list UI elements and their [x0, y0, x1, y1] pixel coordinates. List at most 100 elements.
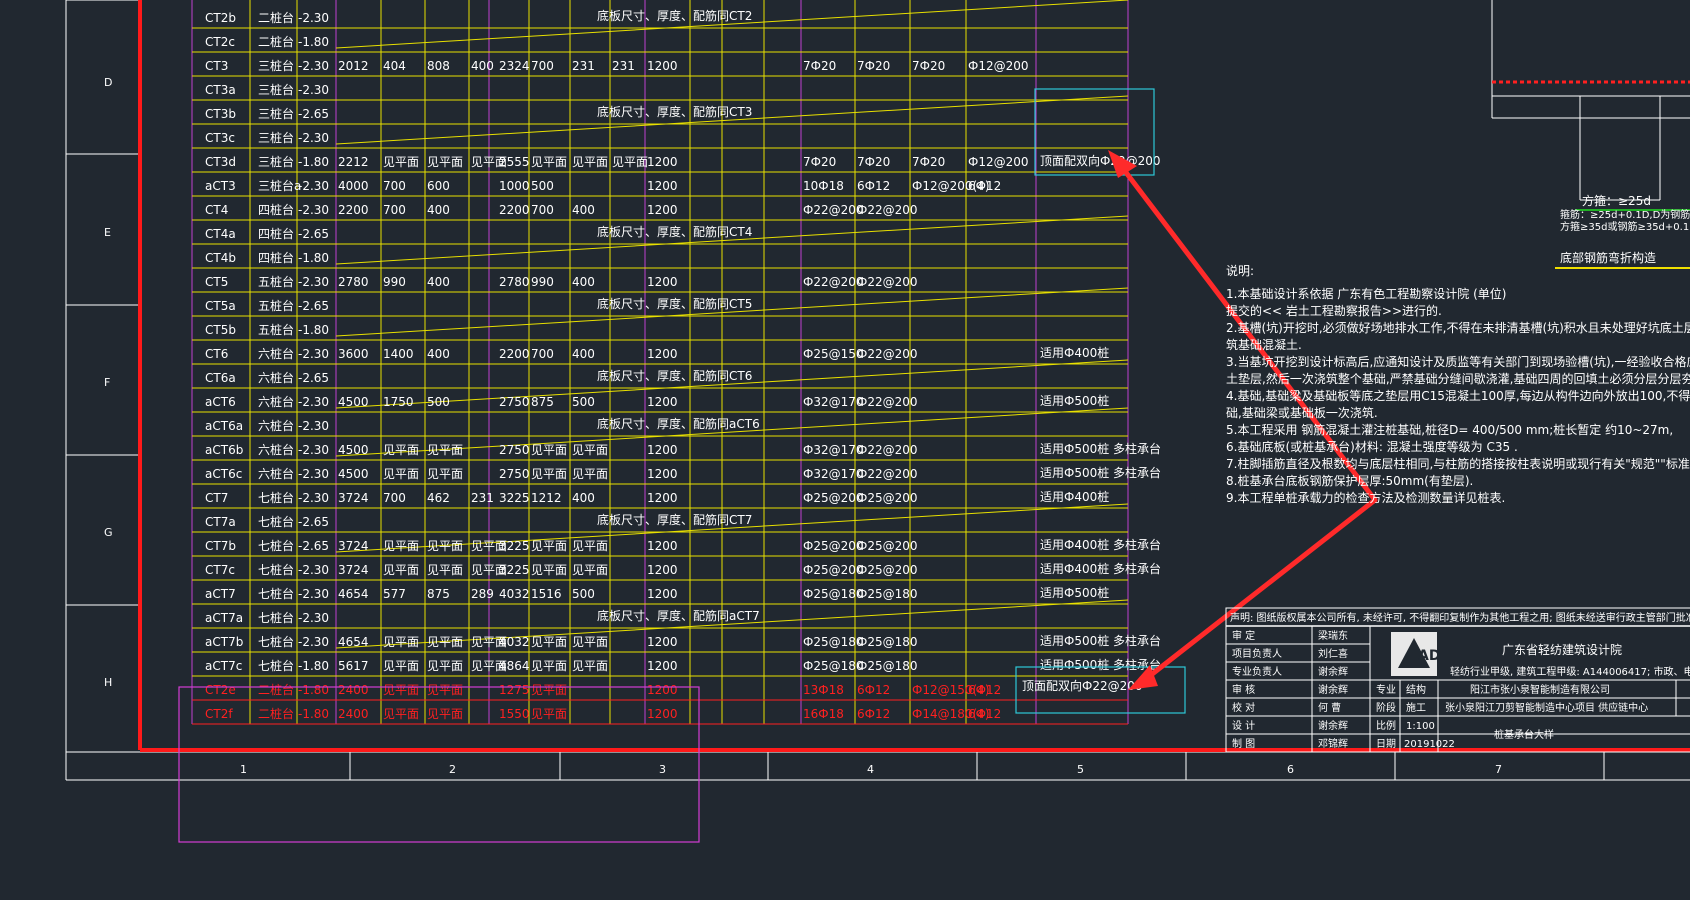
tb-role-3: 审 核 [1232, 683, 1255, 696]
row-type: 七桩台 [258, 514, 294, 529]
row-type: 五桩台 [258, 298, 294, 313]
row-dim-4: 2324 [499, 59, 530, 73]
company-name: 广东省轻纺建筑设计院 [1502, 642, 1622, 657]
row-type: 七桩台 [258, 634, 294, 649]
row-id-CT2f: CT2f [205, 707, 233, 721]
row-dim-1: 见平面 [383, 683, 419, 697]
row-elevation: -1.80 [298, 707, 329, 721]
row-bar-0: Ф32@170 [803, 443, 864, 457]
row-type: 七桩台 [258, 586, 294, 601]
row-dim-1: 见平面 [383, 539, 419, 553]
row-dim-1: 见平面 [383, 467, 419, 481]
row-bar-1: Ф22@200 [857, 395, 918, 409]
drawing-name: 桩基承台大样 [1494, 728, 1554, 741]
row-elevation: -2.30 [298, 203, 329, 217]
note-line-5: 土垫层,然后一次浇筑整个基础,严禁基础分缝间歇浇灌,基础四周的回填土必须分层分层… [1226, 371, 1690, 386]
row-note: 适用Ф500桩 [1040, 585, 1109, 600]
row-id-CT5a: CT5a [205, 299, 236, 313]
row-bar-1: Ф25@180 [857, 659, 918, 673]
row-dim-0: 4500 [338, 395, 369, 409]
row-type: 六桩台 [258, 394, 294, 409]
company-logo: AD [1391, 632, 1440, 676]
note-line-6: 4.基础,基础梁及基础板等底之垫层用C15混凝土100厚,每边从构件边向外放出1… [1226, 388, 1690, 403]
row-dim-5: 1516 [531, 587, 562, 601]
row-bar-3: Ф12@200 [968, 155, 1029, 169]
row-dim-4: 1275 [499, 683, 530, 697]
row-note: 适用Ф400桩 [1040, 489, 1109, 504]
row-bar-0: Ф25@200 [803, 491, 864, 505]
row-elevation: -2.30 [298, 179, 329, 193]
row-id-CT4a: CT4a [205, 227, 236, 241]
row-same-as-note: 底板尺寸、厚度、配筋同aCT7 [597, 608, 760, 623]
row-dim-8: 1200 [647, 203, 678, 217]
red-arrow-annotation [1112, 155, 1378, 685]
row-dim-0: 2212 [338, 155, 369, 169]
row-dim-6: 见平面 [572, 155, 608, 169]
row-type: 三桩台 [258, 58, 294, 73]
row-dim-5: 见平面 [531, 443, 567, 457]
row-bar-0: Ф25@200 [803, 563, 864, 577]
row-same-as-note: 底板尺寸、厚度、配筋同CT6 [597, 368, 752, 383]
tb-name-1: 刘仁喜 [1318, 647, 1348, 660]
grid-col-label-3: 3 [659, 763, 666, 776]
row-dim-8: 1200 [647, 563, 678, 577]
row-dim-4: 3225 [499, 539, 530, 553]
row-bar-0: 13Ф18 [803, 683, 844, 697]
selection-rectangle[interactable] [178, 686, 700, 843]
row-dim-2: 400 [427, 203, 450, 217]
row-dim-0: 3724 [338, 563, 369, 577]
row-dim-0: 4654 [338, 587, 369, 601]
row-note-secondary: 顶面配双向Ф22@200 [1022, 678, 1143, 693]
grid-row-label-e: E [104, 226, 111, 239]
row-dim-3: 见平面 [471, 155, 507, 169]
row-bar-2: 7Ф20 [912, 59, 945, 73]
row-dim-5: 700 [531, 203, 554, 217]
speciality-value: 结构 [1406, 683, 1426, 696]
row-dim-1: 见平面 [383, 563, 419, 577]
row-dim-0: 4654 [338, 635, 369, 649]
row-dim-0: 2780 [338, 275, 369, 289]
row-dim-2: 400 [427, 347, 450, 361]
highlight-box-bottom[interactable] [1015, 666, 1186, 714]
row-elevation: -2.30 [298, 395, 329, 409]
grid-row-label-d: D [104, 76, 112, 89]
row-elevation: -1.80 [298, 659, 329, 673]
row-id-aCT6c: aCT6c [205, 467, 242, 481]
row-id-CT3: CT3 [205, 59, 228, 73]
row-dim-5: 见平面 [531, 563, 567, 577]
project-name: 张小泉阳江刀剪智能制造中心项目 供应链中心 [1445, 701, 1648, 714]
row-dim-0: 2012 [338, 59, 369, 73]
row-type: 二桩台 [258, 34, 294, 49]
note-line-1: 提交的<< 岩土工程勘察报告>>进行的. [1226, 303, 1442, 318]
row-id-CT2c: CT2c [205, 35, 235, 49]
row-note: 顶面配双向Ф22@200 [1040, 153, 1161, 168]
tb-role-1: 项目负责人 [1232, 647, 1282, 660]
row-bar-0: Ф22@200 [803, 275, 864, 289]
row-elevation: -2.30 [298, 563, 329, 577]
row-dim-0: 4500 [338, 467, 369, 481]
row-dim-2: 875 [427, 587, 450, 601]
row-bar-1: Ф25@180 [857, 587, 918, 601]
tb-name-4: 何 曹 [1318, 701, 1341, 714]
row-bar-0: Ф25@150 [803, 347, 864, 361]
row-id-CT3a: CT3a [205, 83, 236, 97]
row-same-as-note: 底板尺寸、厚度、配筋同CT3 [597, 104, 752, 119]
row-type: 三桩台 [258, 130, 294, 145]
row-bar-1: Ф22@200 [857, 347, 918, 361]
highlight-box-top[interactable] [1034, 88, 1155, 176]
row-type: 二桩台 [258, 10, 294, 25]
tb-name-0: 梁瑞东 [1318, 629, 1348, 642]
row-type: 七桩台 [258, 658, 294, 673]
row-dim-6: 见平面 [572, 635, 608, 649]
row-elevation: -2.30 [298, 131, 329, 145]
row-dim-2: 见平面 [427, 539, 463, 553]
row-dim-5: 见平面 [531, 539, 567, 553]
row-id-aCT6b: aCT6b [205, 443, 243, 457]
row-bar-0: Ф22@200 [803, 203, 864, 217]
detail-title: 底部钢筋弯折构造 [1560, 250, 1656, 265]
tb-role-2: 专业负责人 [1232, 665, 1282, 678]
title-block-roles: 审 定梁瑞东项目负责人刘仁喜专业负责人谢余辉审 核谢余辉校 对何 曹设 计谢余辉… [1226, 629, 1370, 753]
row-dim-0: 2400 [338, 707, 369, 721]
